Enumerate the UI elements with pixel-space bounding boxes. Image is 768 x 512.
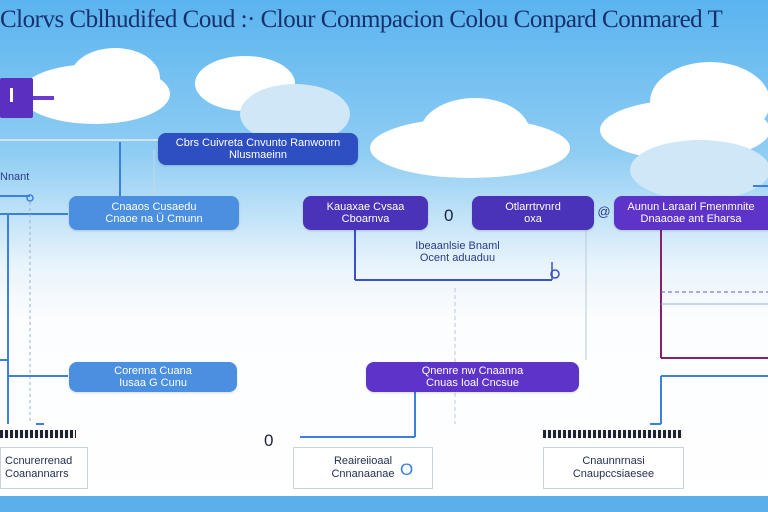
bar-right [543, 430, 683, 438]
bar-left [0, 430, 76, 438]
center-zero-mark: 0 [444, 206, 454, 225]
center-note: Ibeaanlsie Bnaml Ocent aduaduu [395, 240, 520, 264]
node-low-left-line2: Iusaa G Cunu [119, 377, 187, 389]
node-low-center-line1: Qnenre nw Cnaanna [421, 365, 524, 377]
card-center-line2: Cnnanaanae [331, 468, 395, 480]
node-mid-right[interactable]: Aunun Laraarl Fmenmnite Dnaaoae ant Ehar… [614, 196, 768, 230]
cloud-center-puff [420, 98, 530, 168]
node-low-left[interactable]: Corenna Cuana Iusaa G Cunu [69, 362, 237, 392]
node-top-center-line1: Cbrs Cuivreta Cnvunto Ranwonrn [175, 137, 341, 149]
key-flag-icon [0, 78, 54, 118]
node-low-left-line1: Corenna Cuana [114, 365, 192, 377]
diagram-title: Clorvs Cblhudifed Coud :· Clour Conmpaci… [0, 6, 723, 33]
bottom-zero-mark: 0 [264, 431, 274, 450]
node-mid-center-right-line2: oxa [524, 213, 542, 225]
left-edge-label: Nnant [0, 171, 30, 183]
node-top-center[interactable]: Cbrs Cuivreta Cnvunto Ranwonrn Nlusmaein… [158, 133, 358, 165]
node-mid-right-line1: Aunun Laraarl Fmenmnite [627, 201, 755, 213]
node-mid-left-line2: Cnaoe na Ü Cmunn [105, 213, 203, 225]
node-mid-center[interactable]: Kauaxae Cvsaa Cboarnva [303, 196, 428, 230]
node-low-center-line2: Cnuas Ioal Cncsue [426, 377, 519, 389]
node-mid-left[interactable]: Cnaaos Cusaedu Cnaoe na Ü Cmunn [69, 196, 239, 230]
node-mid-center-right[interactable]: Otlarrtrvnrd oxa [472, 196, 594, 230]
center-note-line1: Ibeaanlsie Bnaml [415, 240, 500, 252]
card-center[interactable]: Reaireiioaal Cnnanaanae [293, 447, 433, 489]
node-low-center[interactable]: Qnenre nw Cnaanna Cnuas Ioal Cncsue [366, 362, 579, 392]
card-right-line1: Cnaunnrnasi [582, 455, 645, 467]
card-left[interactable]: Ccnurerrenad Coanannarrs [0, 447, 88, 489]
small-at-icon: @ [597, 204, 611, 219]
node-mid-right-line2: Dnaaoae ant Eharsa [640, 213, 742, 225]
node-mid-left-line1: Cnaaos Cusaedu [111, 201, 197, 213]
card-center-o-mark: O [400, 460, 414, 479]
card-right-line2: Cnaupccsiaesee [572, 468, 655, 480]
center-note-line2: Ocent aduaduu [419, 252, 496, 264]
card-center-line1: Reaireiioaal [333, 455, 393, 467]
card-left-line2: Coanannarrs [5, 468, 69, 480]
node-mid-center-line2: Cboarnva [341, 213, 390, 225]
node-mid-center-line1: Kauaxae Cvsaa [326, 201, 405, 213]
node-mid-center-right-line1: Otlarrtrvnrd [505, 201, 561, 213]
cloud-left-puff [70, 48, 160, 108]
node-top-center-line2: Nlusmaeinn [228, 149, 288, 161]
bottom-band [0, 496, 768, 512]
card-left-line1: Ccnurerrenad [5, 455, 73, 467]
card-right[interactable]: Cnaunnrnasi Cnaupccsiaesee [543, 447, 684, 489]
cloud-right-puff [650, 62, 768, 142]
cloud-right-low [630, 140, 768, 200]
